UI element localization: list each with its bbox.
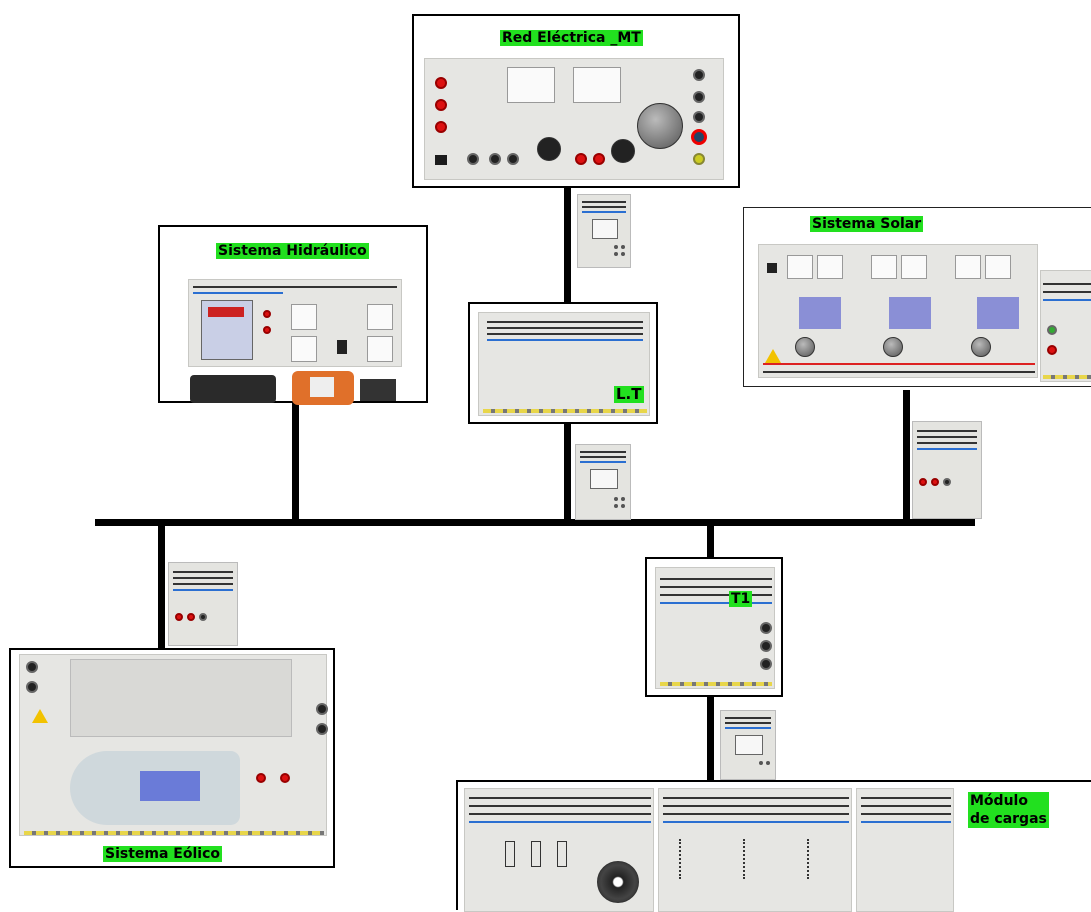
label-modulo-cargas-line1: Módulo (970, 792, 1047, 810)
solar-panel (758, 244, 1038, 378)
red-electrica-box: Red Eléctrica _MT (412, 14, 740, 188)
meter-module-eolico (168, 562, 238, 646)
connector-hidraulico-to-bus (292, 403, 299, 520)
label-t1: T1 (729, 591, 752, 607)
t1-panel (655, 567, 775, 689)
controller-display (201, 300, 253, 360)
label-lt: L.T (614, 386, 644, 403)
eolico-box: Sistema Eólico (9, 648, 335, 868)
label-sistema-eolico: Sistema Eólico (103, 846, 222, 862)
meter-module-t1 (720, 710, 776, 780)
label-modulo-cargas: Módulo de cargas (968, 792, 1049, 828)
label-sistema-hidraulico: Sistema Hidráulico (216, 243, 369, 259)
cargas-panel-1 (464, 788, 654, 912)
cargas-panel-2 (658, 788, 852, 912)
label-modulo-cargas-line2: de cargas (970, 810, 1047, 828)
connector-lt-to-bus (564, 424, 571, 520)
red-electrica-panel (424, 58, 724, 180)
meter-module-top (577, 194, 631, 268)
meter-module-solar (912, 421, 982, 519)
main-bus (95, 519, 975, 526)
connector-red-to-lt (564, 186, 571, 304)
voltage-knob[interactable] (637, 103, 683, 149)
label-sistema-solar: Sistema Solar (810, 216, 923, 232)
motor-image (190, 375, 276, 403)
load-knob[interactable] (597, 861, 639, 903)
solar-box: Sistema Solar (743, 207, 1091, 387)
meter-module-lt (575, 444, 631, 520)
voltmeter-1 (507, 67, 555, 103)
t1-box: T1 (645, 557, 783, 697)
voltmeter-2 (573, 67, 621, 103)
connector-bus-to-t1 (707, 520, 714, 558)
wind-turbine-image (70, 751, 240, 825)
solar-side-panel (1040, 270, 1091, 382)
connector-t1-to-cargas (707, 697, 714, 780)
generator-image (292, 371, 354, 405)
connector-eolico-to-bus (158, 520, 165, 650)
label-red-electrica: Red Eléctrica _MT (500, 30, 643, 46)
hidraulico-panel (188, 279, 402, 367)
connector-solar-to-bus (903, 390, 910, 520)
cargas-box: Módulo de cargas (456, 780, 1091, 910)
hidraulico-box: Sistema Hidráulico (158, 225, 428, 403)
eolico-panel (19, 654, 327, 836)
lt-box: L.T (468, 302, 658, 424)
cargas-panel-3 (856, 788, 954, 912)
